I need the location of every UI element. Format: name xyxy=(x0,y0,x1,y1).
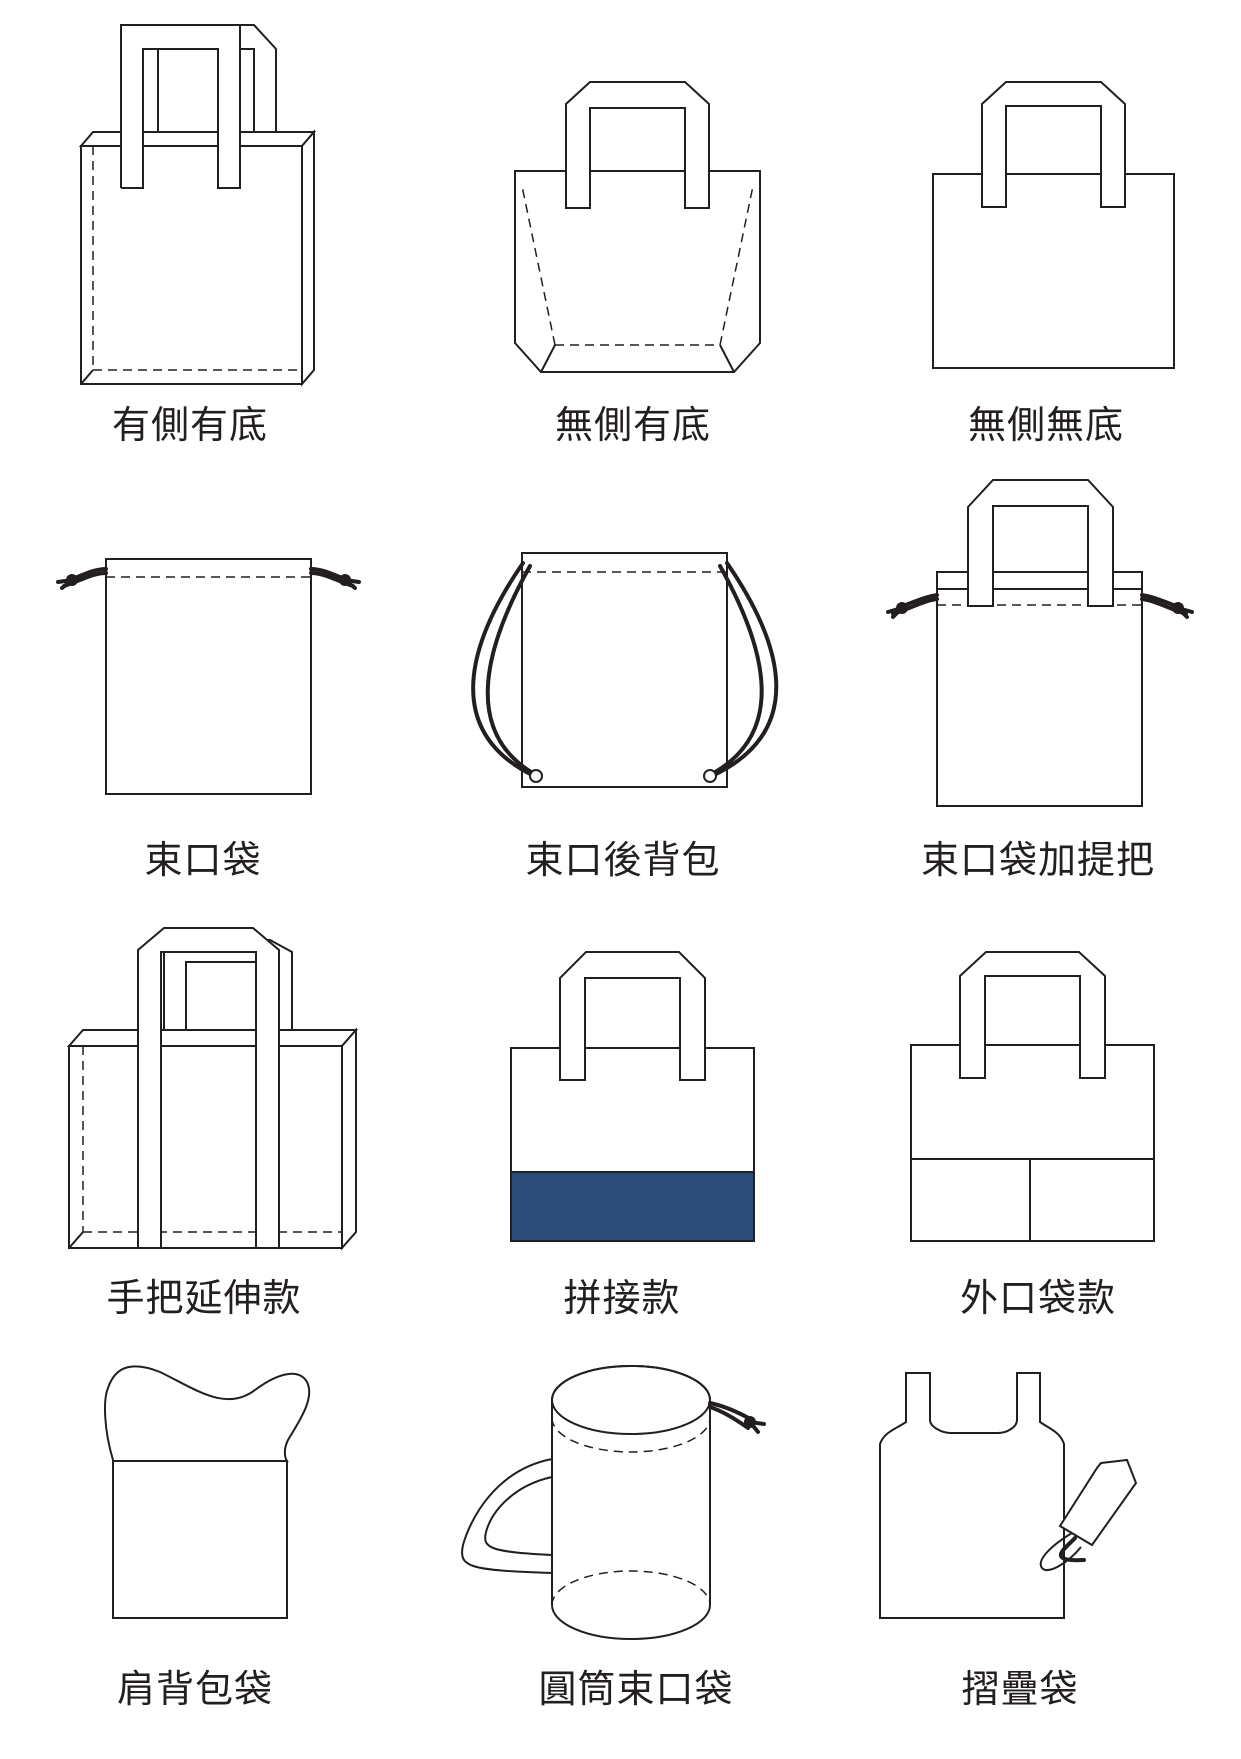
bag-label-drawstring-bag: 束口袋 xyxy=(144,838,262,882)
bag-illustration-extended-handle-bag xyxy=(66,927,359,1251)
bag-illustration-drawstring-backpack xyxy=(471,552,779,788)
bag-label-outer-pocket-bag: 外口袋款 xyxy=(959,1276,1116,1320)
bag-illustration-two-tone-panel-bag xyxy=(510,951,755,1242)
bag-label-no-gusset-no-base: 無側無底 xyxy=(967,403,1124,447)
bag-label-no-gusset-with-base: 無側有底 xyxy=(554,403,711,447)
bag-illustration-cylinder-drawstring-bag xyxy=(461,1365,766,1640)
bag-illustration-no-gusset-no-base xyxy=(932,81,1175,369)
bag-label-foldable-bag: 摺疊袋 xyxy=(961,1667,1079,1711)
bag-illustration-no-gusset-with-base xyxy=(514,81,761,373)
bag-label-drawstring-bag-with-handles: 束口袋加提把 xyxy=(920,838,1155,882)
bag-label-extended-handle-bag: 手把延伸款 xyxy=(106,1276,302,1320)
bag-label-cylinder-drawstring-bag: 圓筒束口袋 xyxy=(538,1667,734,1711)
bag-illustration-with-gusset-and-base xyxy=(78,24,317,387)
bag-illustration-drawstring-bag-with-handles xyxy=(886,479,1194,807)
bag-label-two-tone-panel-bag: 拼接款 xyxy=(563,1276,681,1320)
bag-illustration-drawstring-bag xyxy=(56,558,361,795)
bag-illustration-shoulder-bag xyxy=(104,1365,311,1619)
bag-label-drawstring-backpack: 束口後背包 xyxy=(525,838,721,882)
bag-label-with-gusset-and-base: 有側有底 xyxy=(111,403,268,447)
bag-label-shoulder-bag: 肩背包袋 xyxy=(116,1667,273,1711)
bag-illustration-outer-pocket-bag xyxy=(910,951,1155,1242)
bag-illustration-foldable-bag xyxy=(879,1372,1138,1619)
